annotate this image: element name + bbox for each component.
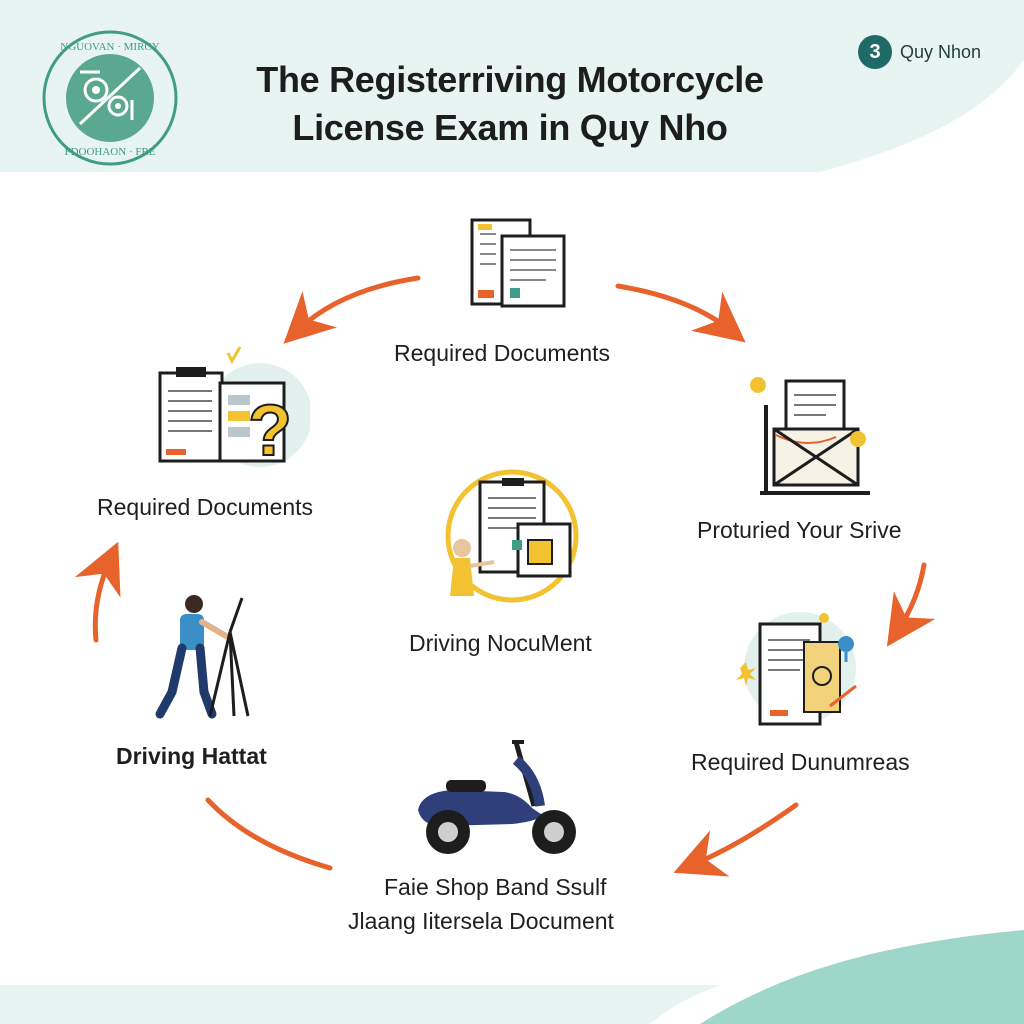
arrow-right — [886, 562, 936, 647]
scooter-icon — [418, 740, 576, 854]
step-label-bottom-line2: Jlaang Iitersela Document — [348, 908, 614, 934]
map-board-icon — [750, 377, 870, 495]
arrow-bottom-left — [205, 797, 333, 871]
document-person-icon — [445, 469, 579, 603]
step-label-right-top: Proturied Your Srive — [697, 517, 902, 543]
svg-text:?: ? — [248, 391, 292, 470]
brand-badge: 3 — [858, 35, 892, 69]
arrow-left — [74, 541, 121, 643]
arrow-top-right — [615, 283, 746, 343]
documents-question-icon: ? — [158, 346, 310, 470]
step-label-left-bottom: Driving Hattat — [116, 743, 267, 769]
seal-text-top: NGUOVAN · MIRCY — [60, 41, 159, 53]
seal-text-bottom: FDOOHAON · FRE — [64, 146, 155, 158]
step-label-top: Required Documents — [394, 340, 611, 366]
seal-logo: NGUOVAN · MIRCY FDOOHAON · FRE — [42, 30, 178, 166]
step-label-right-bottom: Required Dunumreas — [691, 749, 910, 775]
title-line-1: The Registerriving Motorcycle — [256, 59, 764, 100]
header-band — [0, 0, 1024, 172]
step-label-left-top: Required Documents — [97, 494, 314, 520]
step-label-bottom-line1: Faie Shop Band Ssulf — [384, 874, 607, 900]
step-label-center: Driving NocuMent — [409, 630, 592, 656]
brand-mark: 3 Quy Nhon — [858, 34, 981, 70]
page-title: The Registerriving Motorcycle License Ex… — [200, 56, 820, 152]
brand-label: Quy Nhon — [900, 41, 982, 62]
arrow-bottom-right — [673, 802, 799, 877]
title-line-2: License Exam in Quy Nho — [292, 107, 728, 148]
documents-icon — [470, 218, 566, 308]
person-tripod-icon — [155, 595, 250, 719]
document-lightbulb-icon — [736, 612, 857, 726]
arrow-top-left — [283, 275, 421, 344]
